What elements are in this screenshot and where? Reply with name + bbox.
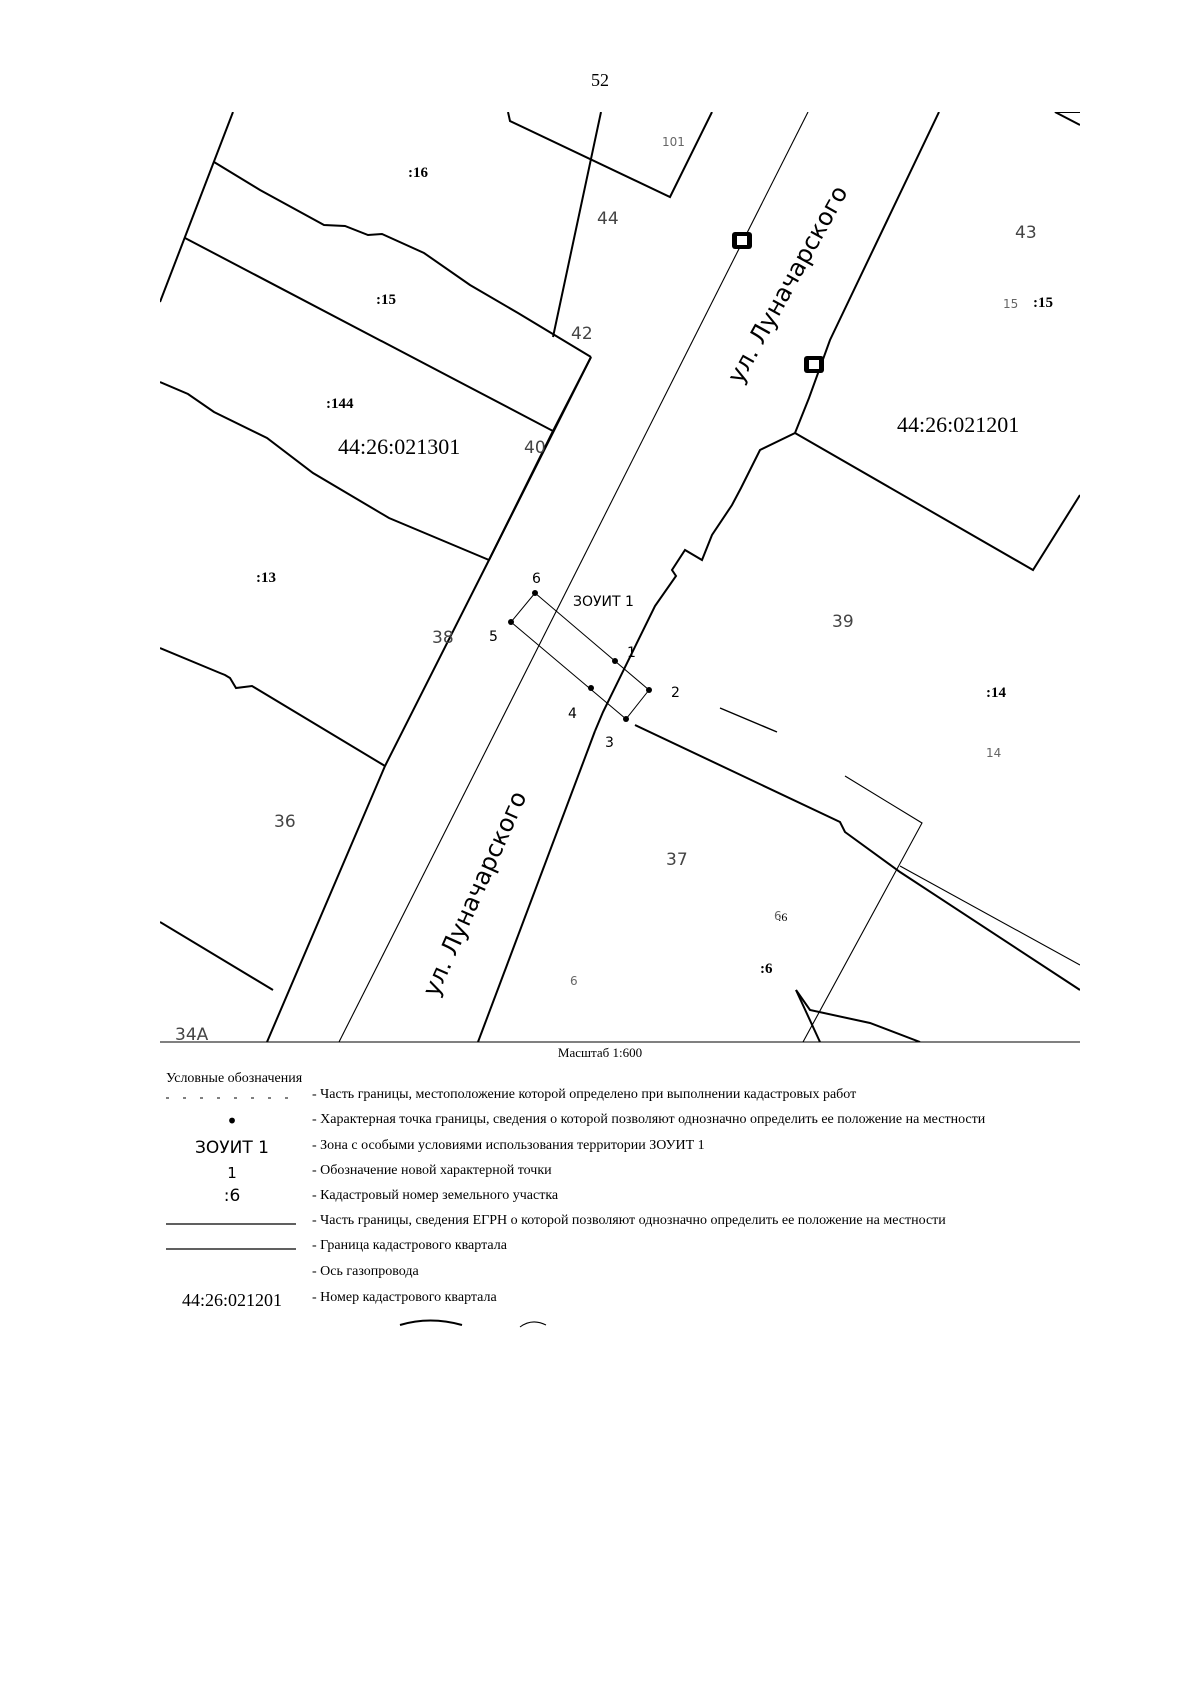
legend-item-text: - Часть границы, сведения ЕГРН о которой…	[312, 1213, 946, 1228]
point-number: 3	[605, 735, 614, 751]
building-number: 42	[571, 324, 593, 344]
point-number: 2	[671, 685, 680, 701]
quarter-number: 44:26:021301	[338, 434, 460, 459]
parcel-number: :16	[408, 165, 428, 181]
legend-scrap-mark	[519, 1321, 547, 1328]
legend-item-text: - Характерная точка границы, сведения о …	[312, 1112, 986, 1127]
legend-title: Условные обозначения	[166, 1071, 303, 1086]
legend-item-text: - Зона с особыми условиями использования…	[312, 1138, 705, 1153]
legend-point-number-symbol: 1	[227, 1164, 237, 1182]
street-name-label: ул. Луначарского	[417, 787, 533, 1001]
building-number: 15	[1003, 297, 1018, 311]
parcel-number: :6	[760, 961, 773, 977]
map-linework	[160, 112, 1080, 1042]
legend-item-text: - Граница кадастрового квартала	[312, 1238, 507, 1253]
point-number: 5	[489, 629, 498, 645]
legend-parcel-symbol: :6	[223, 1186, 241, 1206]
parcel-number: :14	[986, 685, 1006, 701]
map-scale: Масштаб 1:600	[558, 1045, 642, 1060]
legend-item-text: - Обозначение новой характерной точки	[312, 1163, 552, 1178]
building-number: 43	[1015, 223, 1037, 243]
legend-quarter-symbol: 44:26:021201	[181, 1290, 282, 1310]
point-1-marker	[612, 658, 618, 664]
point-5-marker	[508, 619, 514, 625]
parcel-number: :15	[1033, 295, 1053, 311]
building-number: 36	[274, 812, 296, 832]
building-number: 37	[666, 850, 688, 870]
legend-item-text: - Ось газопровода	[312, 1264, 419, 1279]
building-number: 39	[832, 612, 854, 632]
point-number: 1	[627, 645, 636, 661]
legend-point-symbol: •	[226, 1109, 238, 1133]
parcel-number: :144	[326, 396, 354, 412]
legend-zone-symbol: ЗОУИТ 1	[195, 1138, 269, 1158]
parcel-number: :6	[778, 910, 787, 924]
street-name-label: ул. Луначарского	[722, 181, 854, 388]
building-number: 14	[986, 746, 1001, 760]
parcel-number: :13	[256, 570, 276, 586]
quarter-number: 44:26:021201	[897, 412, 1019, 437]
boundary-points	[508, 590, 652, 722]
building-number: 6	[774, 909, 782, 923]
point-number: 4	[568, 706, 577, 722]
zone-label: ЗОУИТ 1	[573, 594, 634, 610]
building-number: 6	[570, 974, 578, 988]
parcel-number: :15	[376, 292, 396, 308]
point-4-marker	[588, 685, 594, 691]
legend-scrap-mark	[399, 1319, 463, 1326]
building-number: 34А	[175, 1025, 209, 1045]
page-number: 52	[591, 70, 609, 90]
point-number: 6	[532, 571, 541, 587]
gas-marker-icon	[732, 232, 824, 373]
legend-item-text: - Часть границы, местоположение которой …	[312, 1087, 857, 1102]
building-number: 40	[524, 438, 546, 458]
building-number: 38	[432, 628, 454, 648]
point-3-marker	[623, 716, 629, 722]
point-6-marker	[532, 590, 538, 596]
legend-item-text: - Номер кадастрового квартала	[312, 1290, 497, 1305]
legend-item-text: - Кадастровый номер земельного участка	[312, 1188, 559, 1203]
building-number: 44	[597, 209, 619, 229]
point-2-marker	[646, 687, 652, 693]
building-number: 101	[662, 135, 685, 149]
